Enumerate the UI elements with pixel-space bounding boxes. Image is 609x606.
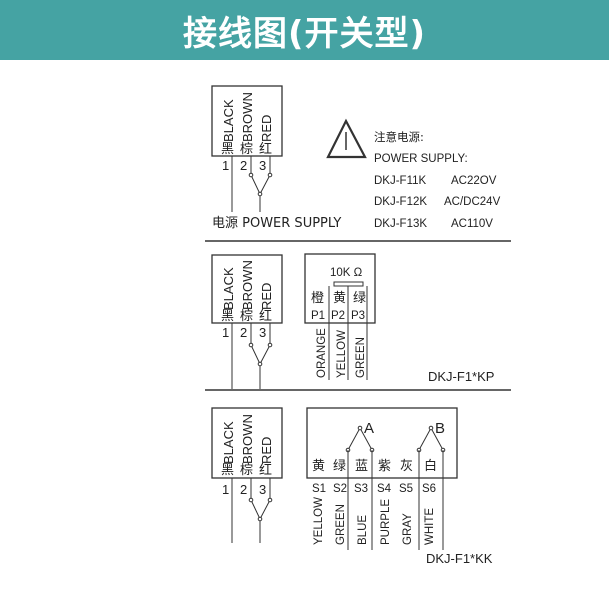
pin-cn: 黄: [333, 291, 346, 306]
terminal-box: [211, 254, 283, 324]
pin-cn: 橙: [311, 291, 324, 306]
wire-label: YELLOW: [313, 497, 325, 545]
wire-label-brown: BROWN: [240, 92, 255, 142]
pin-cn: 灰: [400, 459, 413, 474]
wires: [231, 323, 271, 389]
wire-label-red: RED: [259, 283, 274, 310]
pin-s1: S1: [312, 483, 326, 495]
wire-cn-red: 红: [259, 462, 272, 478]
wires: [231, 478, 271, 543]
model-voltage: AC22OV: [451, 175, 497, 187]
model-name: DKJ-F12K: [374, 196, 427, 208]
wire-cn-brown: 棕: [240, 309, 253, 324]
model-voltage: AC/DC24V: [444, 196, 501, 208]
model-name: DKJ-F13K: [374, 218, 427, 230]
pot-wires: [328, 286, 368, 380]
switch-a-label: A: [364, 420, 374, 437]
wire-cn-red: 红: [259, 308, 272, 324]
wire-cn-black: 黑: [221, 463, 234, 478]
wires: [231, 156, 271, 212]
model-name: DKJ-F11K: [374, 175, 427, 187]
pin-s3: S3: [354, 483, 368, 495]
wire-label: YELLOW: [336, 330, 348, 378]
wire-label: PURPLE: [380, 499, 392, 545]
wire-cn-red: 红: [259, 141, 272, 157]
terminal-1: 1: [222, 325, 229, 340]
pin-cn: 绿: [353, 291, 366, 306]
notice-subtitle: POWER SUPPLY:: [374, 153, 468, 165]
pin-p1: P1: [311, 310, 325, 322]
model-label: DKJ-F1*KK: [426, 551, 493, 566]
wire-label: GREEN: [355, 337, 367, 378]
section-power-supply: BLACK BROWN RED 黑 棕 红 1 2 3 电源 POWER SUP…: [205, 85, 511, 242]
terminal-2: 2: [240, 482, 247, 497]
switch-b-label: B: [435, 420, 445, 437]
wire-cn-black: 黑: [221, 142, 234, 157]
pin-cn: 紫: [378, 459, 391, 474]
terminal-1: 1: [222, 158, 229, 173]
warning-triangle-icon: [326, 118, 367, 159]
switch-wires: [347, 450, 444, 550]
wire-label-brown: BROWN: [240, 414, 255, 464]
section-limit-switch: BLACK BROWN RED 黑 棕 红 1 2 3 A B 黄 绿 蓝 紫 …: [211, 407, 493, 566]
terminal-box: [211, 407, 283, 479]
resistor-icon: [333, 281, 364, 287]
pin-s5: S5: [399, 483, 413, 495]
wire-label-red: RED: [259, 115, 274, 142]
terminal-box: [211, 85, 283, 157]
wire-label-black: BLACK: [221, 267, 236, 310]
wire-label-red: RED: [259, 437, 274, 464]
wire-label-black: BLACK: [221, 421, 236, 464]
switch-a-icon: [345, 425, 375, 453]
wire-label: ORANGE: [316, 328, 328, 378]
wire-cn-black: 黑: [221, 309, 234, 324]
terminal-3: 3: [259, 482, 266, 497]
potentiometer-box: [304, 253, 376, 324]
wire-label: GREEN: [335, 504, 347, 545]
power-supply-label: 电源 POWER SUPPLY: [212, 216, 341, 231]
section-potentiometer: BLACK BROWN RED 黑 棕 红 1 2 3 10K Ω 橙 黄 绿 …: [205, 253, 511, 391]
pin-s6: S6: [422, 483, 436, 495]
wire-label-brown: BROWN: [240, 260, 255, 310]
switch-box: [306, 407, 458, 479]
pin-cn: 黄: [312, 459, 325, 474]
pin-s2: S2: [333, 483, 347, 495]
wire-label: BLUE: [357, 515, 369, 545]
header-bar: 接线图(开关型): [0, 0, 609, 60]
pin-p3: P3: [351, 310, 365, 322]
wire-label: GRAY: [402, 513, 414, 545]
wire-label-black: BLACK: [221, 99, 236, 142]
pin-s4: S4: [377, 483, 392, 495]
terminal-3: 3: [259, 325, 266, 340]
pin-cn: 绿: [333, 459, 346, 474]
pin-p2: P2: [331, 310, 345, 322]
model-label: DKJ-F1*KP: [428, 369, 494, 384]
page-title: 接线图(开关型): [182, 13, 427, 54]
terminal-3: 3: [259, 158, 266, 173]
resistance-label: 10K Ω: [330, 267, 363, 279]
wire-cn-brown: 棕: [240, 463, 253, 478]
pin-cn: 白: [424, 458, 437, 474]
terminal-2: 2: [240, 325, 247, 340]
notice-title: 注意电源:: [374, 130, 424, 144]
terminal-2: 2: [240, 158, 247, 173]
pin-cn: 蓝: [355, 459, 368, 474]
model-voltage: AC110V: [451, 218, 493, 230]
terminal-1: 1: [222, 482, 229, 497]
wire-cn-brown: 棕: [240, 142, 253, 157]
wire-label: WHITE: [424, 508, 436, 545]
